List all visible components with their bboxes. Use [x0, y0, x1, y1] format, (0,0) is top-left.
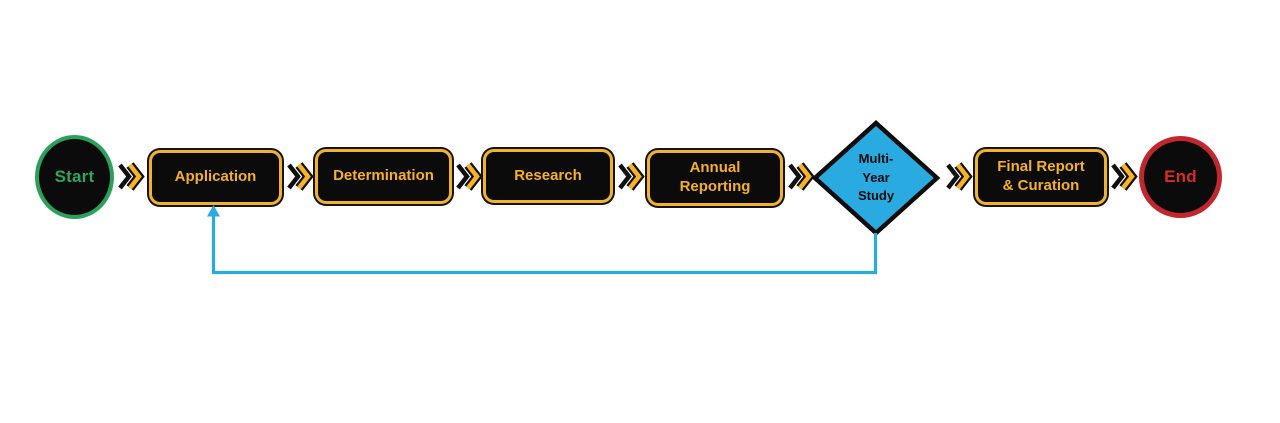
- process-node-research: Research: [483, 149, 613, 203]
- process-node-final-report-curation: Final Report & Curation: [975, 149, 1107, 205]
- start-node: Start: [35, 135, 114, 219]
- process-node-label: Annual Reporting: [679, 159, 751, 195]
- process-node-label: Research: [514, 166, 582, 184]
- process-node-annual-reporting: Annual Reporting: [647, 150, 783, 206]
- process-node-label: Determination: [333, 167, 434, 185]
- process-node-label: Application: [174, 168, 257, 186]
- chevron-arrow-icon: [286, 161, 314, 192]
- end-node-label: End: [1164, 167, 1197, 186]
- chevron-arrow-icon: [1110, 161, 1138, 192]
- process-node-determination: Determination: [315, 149, 452, 204]
- end-node: End: [1139, 136, 1222, 218]
- chevron-arrow-icon: [945, 161, 973, 192]
- chevron-arrow-icon: [787, 161, 815, 192]
- process-node-label: Final Report & Curation: [997, 158, 1085, 194]
- process-node-application: Application: [149, 150, 282, 205]
- chevron-arrow-icon: [117, 161, 145, 192]
- chevron-arrow-icon: [455, 161, 483, 192]
- decision-node-label: Multi- Year Study: [857, 151, 895, 204]
- chevron-arrow-icon: [617, 161, 645, 192]
- start-node-label: Start: [54, 167, 95, 186]
